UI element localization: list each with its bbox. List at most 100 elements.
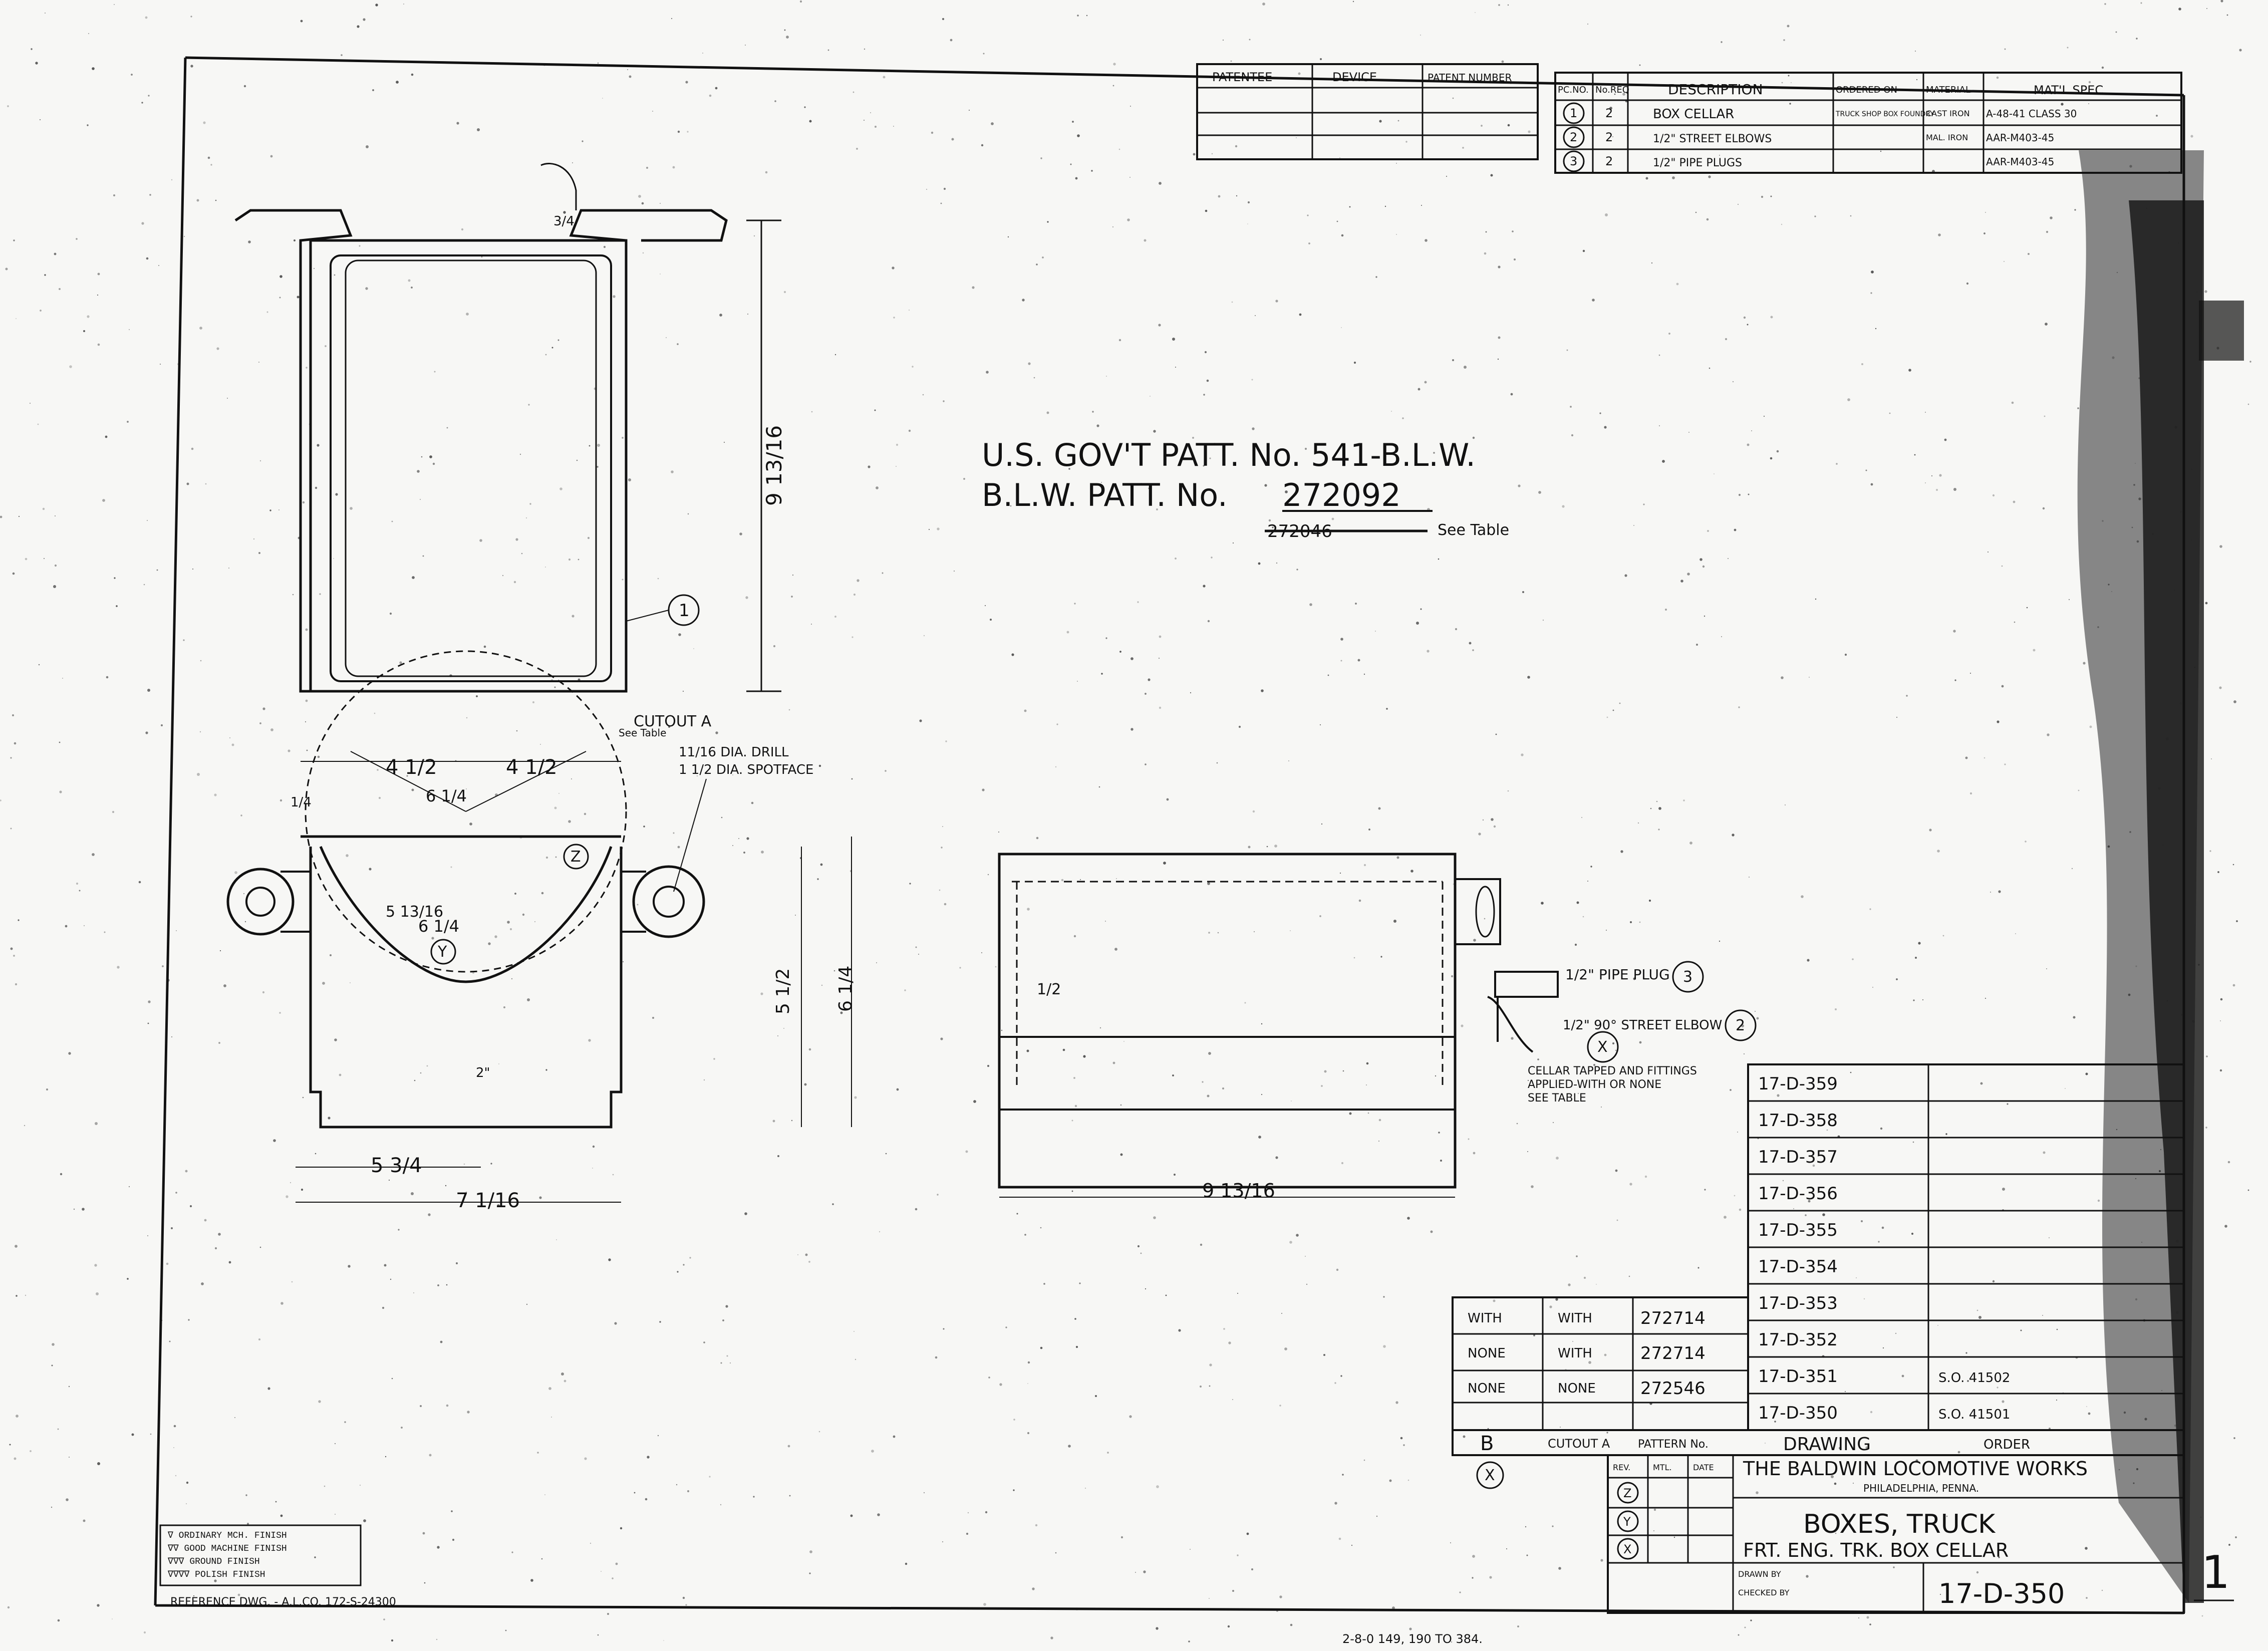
paper-speck (1232, 542, 1234, 544)
paper-speck (267, 1387, 270, 1390)
paper-speck (926, 188, 928, 190)
variant-table: 17-D-359 17-D-358 17-D-357 17-D-356 17-D… (1452, 1063, 2185, 1489)
paper-speck (1075, 177, 1078, 180)
paper-speck (745, 596, 748, 599)
paper-speck (896, 466, 897, 467)
paper-speck (1203, 465, 1205, 467)
paper-speck (1410, 870, 1413, 873)
paper-speck (466, 313, 469, 316)
paper-speck (2166, 737, 2169, 740)
paper-speck (44, 274, 46, 276)
paper-speck (1599, 412, 1601, 414)
paper-speck (429, 1454, 432, 1457)
paper-speck (143, 1631, 146, 1634)
paper-speck (204, 1219, 207, 1222)
paper-speck (96, 1292, 99, 1295)
paper-speck (1391, 411, 1392, 412)
paper-speck (1340, 660, 1342, 662)
paper-speck (713, 1058, 715, 1060)
paper-speck (1251, 379, 1253, 381)
paper-speck (1027, 1361, 1030, 1364)
variant-row2-a: NONE (1468, 1346, 1506, 1361)
paper-speck (2136, 540, 2139, 543)
paper-speck (2135, 965, 2137, 967)
paper-speck (709, 1476, 711, 1478)
paper-speck (2220, 1020, 2221, 1021)
paper-speck (2206, 1055, 2208, 1057)
paper-speck (383, 1618, 385, 1620)
tapped-note-3: SEE TABLE (1528, 1092, 1586, 1105)
paper-speck (777, 1155, 779, 1157)
paper-speck (1770, 316, 1773, 319)
paper-speck (1490, 174, 1493, 177)
paper-speck (786, 36, 789, 39)
paper-speck (1924, 411, 1926, 413)
paper-speck (431, 937, 434, 940)
paper-speck (568, 820, 571, 823)
dim-small-c: 2" (476, 1065, 490, 1080)
paper-speck (590, 1542, 592, 1544)
paper-speck (1248, 846, 1251, 849)
paper-speck (2085, 1072, 2088, 1075)
bottom-note: 2-8-0 149, 190 TO 384. (1342, 1632, 1483, 1646)
paper-speck (297, 296, 300, 299)
paper-speck (792, 575, 793, 576)
paper-speck (131, 1433, 134, 1436)
paper-speck (2158, 787, 2161, 790)
paper-speck (446, 1404, 449, 1407)
paper-speck (1835, 1532, 1837, 1534)
company-city: PHILADELPHIA, PENNA. (1863, 1482, 1979, 1494)
paper-speck (2219, 686, 2222, 689)
paper-speck (587, 536, 590, 539)
paper-speck (1653, 1508, 1656, 1511)
paper-speck (1606, 716, 1608, 718)
paper-speck (1306, 1283, 1308, 1285)
paper-speck (237, 1593, 240, 1596)
part-callout-3: 3 (1683, 968, 1692, 986)
paper-speck (597, 444, 600, 447)
paper-speck (1032, 1587, 1035, 1590)
paper-speck (1645, 177, 1648, 180)
paper-speck (1592, 299, 1595, 302)
paper-speck (334, 1038, 337, 1041)
paper-speck (1028, 362, 1031, 365)
paper-speck (592, 1168, 593, 1169)
paper-speck (1092, 411, 1094, 413)
paper-speck (1284, 1347, 1287, 1350)
paper-speck (852, 636, 854, 638)
paper-speck (738, 838, 739, 839)
paper-speck (1552, 1122, 1554, 1124)
paper-speck (45, 13, 46, 14)
paper-speck (2232, 864, 2234, 866)
paper-speck (854, 1096, 857, 1099)
paper-speck (1747, 324, 1749, 326)
paper-speck (555, 856, 557, 858)
paper-speck (808, 1261, 810, 1263)
paper-speck (2086, 1597, 2088, 1599)
paper-speck (1249, 39, 1251, 41)
footer-mark-x: X (1485, 1467, 1495, 1484)
paper-speck (685, 1604, 687, 1606)
paper-speck (62, 678, 63, 679)
paper-speck (2192, 1020, 2195, 1023)
paper-speck (1937, 850, 1940, 853)
paper-speck (38, 664, 40, 666)
paper-speck (915, 946, 917, 948)
paper-speck (519, 453, 521, 455)
paper-speck (1953, 488, 1956, 491)
paper-speck (677, 343, 679, 345)
paper-speck (68, 1386, 70, 1388)
paper-speck (116, 605, 118, 607)
paper-speck (385, 1456, 387, 1458)
paper-speck (1808, 1200, 1811, 1203)
paper-speck (9, 1444, 11, 1446)
paper-speck (1475, 12, 1476, 13)
paper-speck (687, 131, 689, 133)
paper-speck (1304, 447, 1307, 450)
paper-speck (1765, 1443, 1766, 1444)
rev-mark-y: Y (437, 943, 447, 961)
paper-speck (176, 930, 177, 931)
paper-speck (1011, 653, 1014, 656)
paper-speck (788, 709, 790, 711)
paper-speck (1929, 829, 1932, 832)
